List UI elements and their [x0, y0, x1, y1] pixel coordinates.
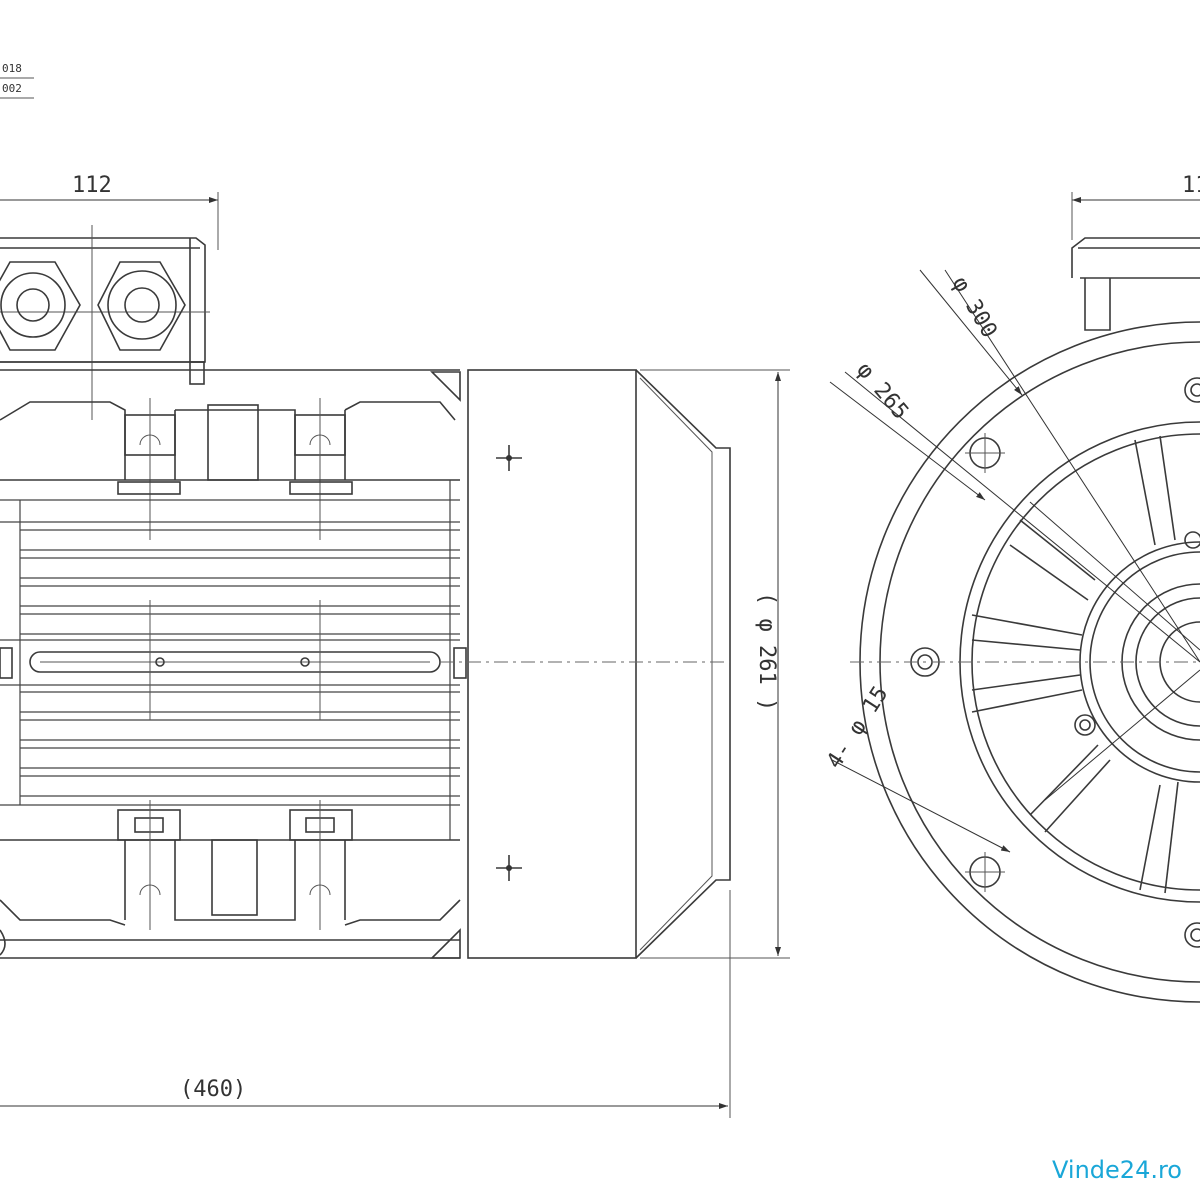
hub-inner	[1135, 597, 1200, 727]
flange-spokes	[971, 435, 1200, 894]
fixing-point-top	[496, 445, 522, 471]
cooling-fins	[0, 480, 467, 840]
bolt-bottom-right	[1184, 922, 1200, 948]
frame-bottom	[0, 800, 461, 959]
bolt-top-right	[1184, 377, 1200, 403]
fan-cover-diameter-label: ( φ 261 )	[754, 592, 779, 711]
corner-note: 018 002	[0, 62, 34, 99]
side-view: 112	[0, 173, 790, 1118]
fixing-point-bottom	[496, 855, 522, 881]
terminal-box-width-label-right: 11	[1182, 173, 1200, 198]
bolt-circle-diameter-label: φ 265	[851, 358, 913, 425]
cable-gland-left	[0, 261, 81, 351]
fan-cover-diameter-dimension: ( φ 261 )	[640, 369, 790, 959]
overall-length-dimension: (460)	[0, 890, 731, 1118]
terminal-box-dimension: 112	[0, 173, 219, 250]
flange-view-terminal-box: 11	[1071, 173, 1200, 331]
cable-gland-right	[97, 261, 186, 351]
frame-top	[0, 369, 461, 540]
terminal-box	[0, 225, 210, 420]
flange-view: 11	[822, 173, 1200, 1003]
overall-length-label: (460)	[180, 1077, 246, 1102]
flange-diameter-leaders	[829, 269, 1200, 853]
fan-cover	[467, 369, 731, 959]
bolt-inner-bottom	[1074, 714, 1096, 736]
terminal-box-width-label: 112	[72, 173, 112, 198]
watermark: Vinde24.ro	[1052, 1156, 1182, 1184]
mounting-holes-label: 4- φ 15	[822, 682, 893, 773]
bolt-inner-top	[1184, 531, 1200, 549]
flange-outer-diameter-label: φ 300	[947, 273, 1002, 343]
corner-note-line1: 018	[2, 62, 22, 75]
corner-note-line2: 002	[2, 82, 22, 95]
